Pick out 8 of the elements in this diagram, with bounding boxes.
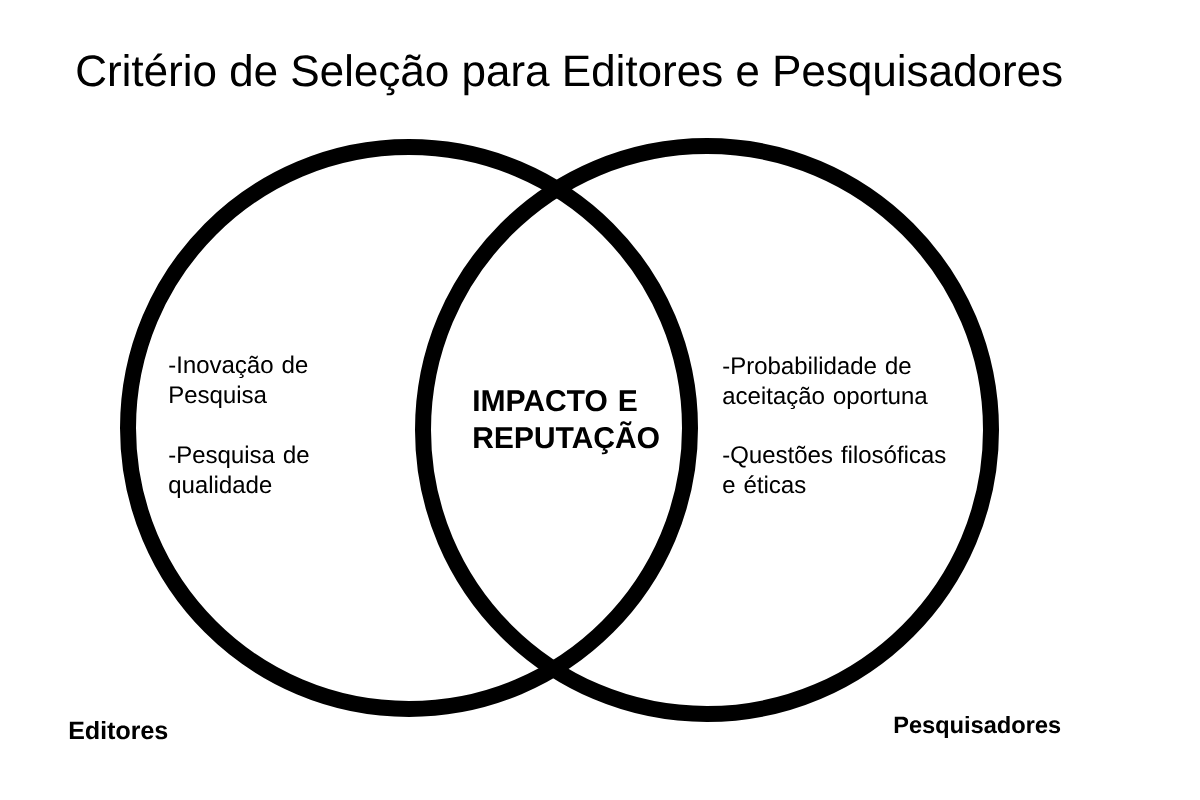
title: Critério de Seleção para Editores e Pesquisadores bbox=[77, 53, 1062, 96]
criterion-text: -Probabilidade de aceitação oportuna bbox=[723, 356, 928, 410]
set-label: Editores bbox=[69, 720, 168, 740]
criterion-text: -Questões filosóficas e éticas bbox=[723, 445, 946, 494]
criterion-text: -Pesquisa de qualidade bbox=[169, 445, 309, 498]
overlap-label: IMPACTO E REPUTAÇÃO bbox=[474, 390, 659, 455]
set-label: Pesquisadores bbox=[894, 715, 1061, 738]
criterion-text: -Inovação de Pesquisa bbox=[169, 355, 308, 408]
